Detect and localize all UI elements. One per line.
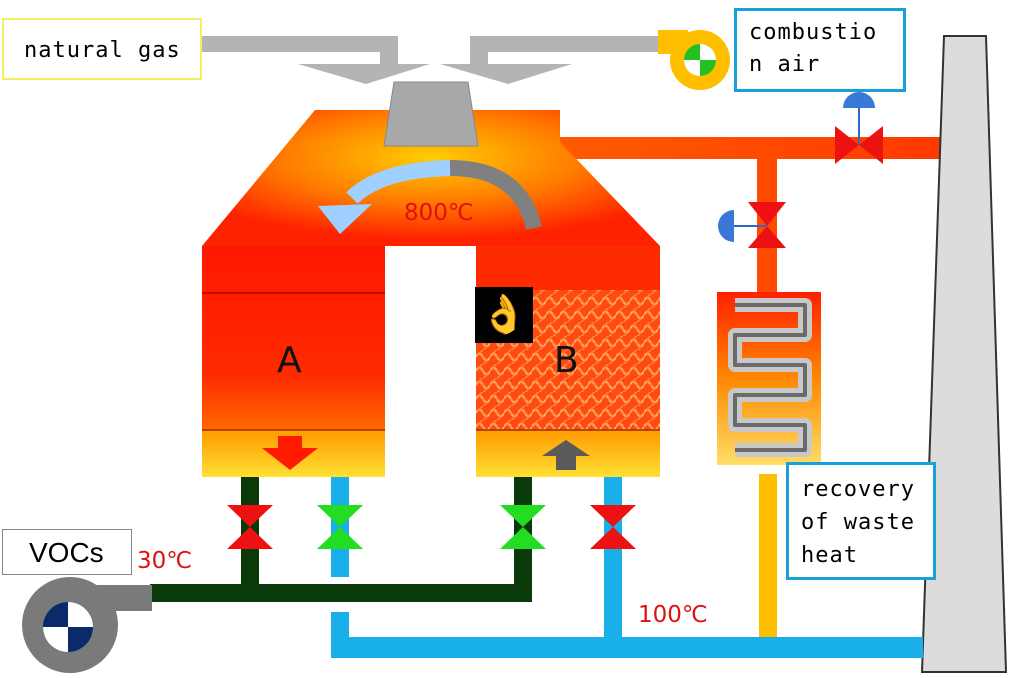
vocs-label: VOCs [2, 529, 132, 575]
flow-circulation-arrows [318, 160, 542, 234]
combustion-air-arrow [440, 36, 660, 84]
valve-bypass[interactable] [835, 92, 883, 164]
chamber-a-label: A [277, 340, 302, 381]
ok-hand-icon: 👌 [475, 287, 533, 343]
temperature-top: 800℃ [404, 200, 474, 226]
combustion-air-label: combustio n air [734, 8, 906, 92]
chamber-b-label: B [554, 340, 579, 381]
waste-heat-pipe [759, 474, 777, 638]
valve-a-outlet[interactable] [317, 505, 363, 549]
temperature-inlet: 30℃ [137, 548, 193, 574]
valve-b-outlet[interactable] [590, 505, 636, 549]
natural-gas-label: natural gas [2, 18, 202, 80]
blower-fan-icon [658, 30, 730, 90]
valve-heat-exchanger[interactable] [718, 202, 786, 248]
valve-b-inlet[interactable] [500, 505, 546, 549]
heat-exchanger [717, 292, 821, 465]
combustion-chamber [202, 81, 660, 246]
chimney-stack [920, 35, 1008, 673]
hot-gas-pipe [560, 137, 942, 159]
natural-gas-arrow [202, 36, 430, 84]
chamber-a [202, 246, 385, 477]
vocs-fan-icon [22, 577, 152, 673]
valve-a-inlet[interactable] [227, 505, 273, 549]
temperature-outlet: 100℃ [638, 602, 708, 628]
recovery-of-waste-heat-label: recovery of waste heat [786, 462, 936, 580]
